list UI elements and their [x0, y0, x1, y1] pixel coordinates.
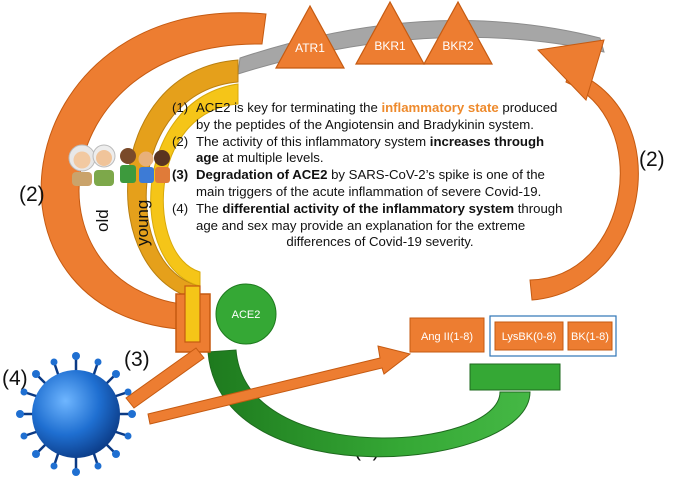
- point-1-number: (1): [172, 100, 189, 115]
- lysbk-label: LysBK(0-8): [502, 331, 557, 343]
- point-1-highlight: inflammatory state: [381, 100, 499, 115]
- point-3-number: (3): [172, 167, 189, 183]
- spike-arrow-to-angII: [147, 345, 412, 425]
- marker-spike-3: (3): [124, 348, 150, 371]
- point-3-bold: Degradation of ACE2: [196, 167, 328, 183]
- inner-yellow-arc: [150, 83, 239, 287]
- point-2-text-a: The activity of this inflammatory system: [196, 133, 430, 149]
- point-4-text-c: through age and sex may provide an expla…: [196, 200, 563, 233]
- spike-arrow-to-ace2: [125, 347, 205, 409]
- marker-right-2: (2): [639, 148, 665, 171]
- point-4-bold: differential activity of the inflammator…: [222, 200, 515, 216]
- receptor-atr1: ATR1: [274, 4, 346, 69]
- point-3: (3) Degradation of ACE2 by SARS-CoV-2’s …: [172, 167, 564, 201]
- receptor-atr1-label: ATR1: [295, 41, 325, 55]
- point-4: (4) The differential activity of the inf…: [172, 201, 564, 251]
- green-tbar: [469, 363, 561, 391]
- green-bottom-arc: [207, 349, 531, 458]
- receptor-bkr2-label: BKR2: [442, 39, 474, 53]
- ang-ii-box: [409, 317, 485, 353]
- bk-box: [567, 321, 613, 351]
- marker-virus-4: (4): [2, 367, 28, 390]
- point-3-text-c: by SARS-CoV-2’s spike is one of the main…: [196, 167, 545, 199]
- point-4-text-a: The: [196, 200, 223, 216]
- point-4-number: (4): [172, 200, 189, 216]
- virus-icon: [16, 352, 136, 476]
- age-label-young: young: [133, 200, 152, 246]
- point-1: (1) ACE2 is key for terminating the infl…: [172, 100, 564, 134]
- ace2-anchor-inner: [184, 285, 201, 343]
- point-2-text-c: at multiple levels.: [218, 150, 324, 166]
- right-arrow-head: [536, 39, 605, 101]
- receptor-bkr1: BKR1: [354, 0, 426, 65]
- receptor-bkr2: BKR2: [422, 0, 494, 65]
- age-label-old: old: [93, 209, 112, 232]
- ang-ii-label: Ang II(1-8): [421, 331, 473, 343]
- point-2-bold: increases through age: [196, 133, 545, 166]
- point-4-text-d: differences of Covid-19 severity.: [286, 234, 474, 250]
- point-2: (2) The activity of this inflammatory sy…: [172, 134, 564, 168]
- point-2-number: (2): [172, 133, 189, 149]
- elderly-people-icon: [68, 144, 116, 186]
- young-people-icon: [120, 148, 170, 183]
- ace2-enzyme: ACE2: [215, 283, 277, 345]
- ace2-label: ACE2: [232, 309, 261, 321]
- point-1-text-a: ACE2 is key for terminating the: [196, 100, 382, 115]
- gray-arc: [237, 20, 605, 75]
- lysbk-box: [494, 321, 564, 351]
- bk-label: BK(1-8): [571, 331, 609, 343]
- explanation-list: (1) ACE2 is key for terminating the infl…: [172, 100, 564, 251]
- point-1-text-c: produced by the peptides of the Angioten…: [196, 100, 558, 132]
- receptor-bkr1-label: BKR1: [374, 39, 406, 53]
- marker-left-2: (2): [19, 183, 45, 206]
